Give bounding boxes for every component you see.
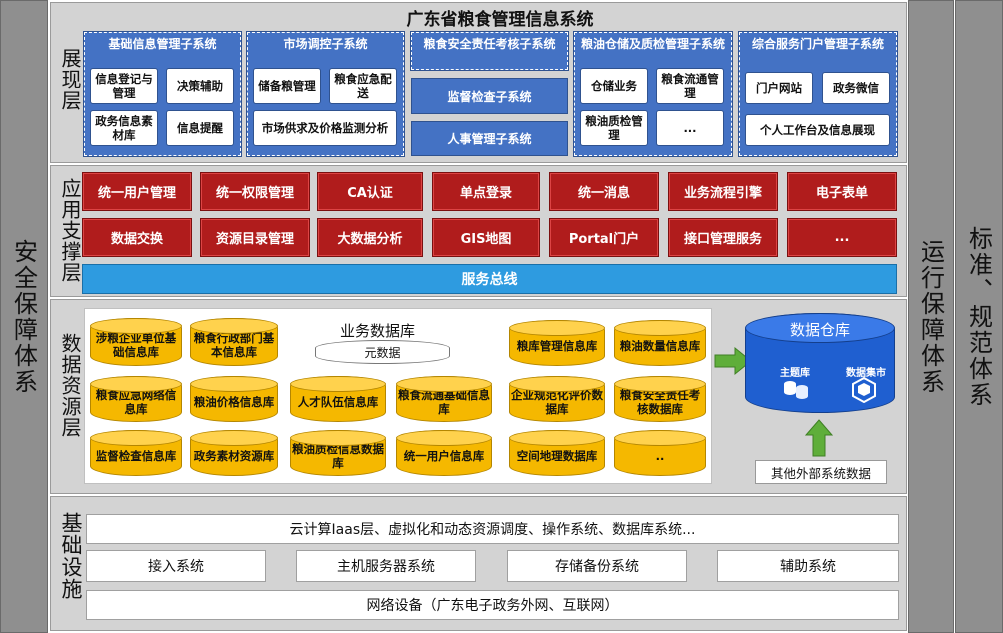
box-portal-website: 门户网站 [745,72,813,104]
db-more: .. [614,430,706,476]
external-data-box: 其他外部系统数据 [755,460,887,484]
data-mart-cube-icon [852,377,876,403]
operation-system-column: 运行保障体系 [908,0,954,633]
storage-backup-system: 存储备份系统 [507,550,687,582]
box-gov-material-library: 政务信息素材库 [90,110,158,146]
host-server-system: 主机服务器系统 [296,550,476,582]
service-unified-permission: 统一权限管理 [200,172,310,211]
service-interface-mgmt: 接口管理服务 [668,218,778,257]
business-db-label: 业务数据库 [339,322,415,340]
standards-system-column: 标准、规范体系 [955,0,1003,633]
db-talent: 人才队伍信息库 [290,376,386,422]
db-spatial-geo: 空间地理数据库 [509,430,605,476]
data-warehouse-label: 数据仓库 [789,321,850,339]
service-workflow-engine: 业务流程引擎 [668,172,778,211]
metadata-label: 元数据 [364,345,401,360]
db-grain-quantity: 粮油数量信息库 [614,320,706,366]
subsystem-storage-quality-title: 粮油仓储及质检管理子系统 [580,37,725,51]
data-mart-label: 数据集市 [846,368,886,379]
database-cluster-icon [784,381,808,399]
service-e-form: 电子表单 [787,172,897,211]
db-grain-enterprise: 涉粮企业单位基础信息库 [90,318,182,366]
presentation-layer-label: 展现层 [58,48,82,111]
service-big-data: 大数据分析 [317,218,423,257]
service-gis-map: GIS地图 [432,218,540,257]
service-more: ... [787,218,897,257]
auxiliary-system: 辅助系统 [717,550,899,582]
box-more-storage: ... [656,110,724,146]
standards-system-label: 标准、规范体系 [964,225,993,408]
access-system: 接入系统 [86,550,266,582]
cloud-iaas-bar: 云计算Iaas层、虚拟化和动态资源调度、操作系统、数据库系统... [86,514,899,544]
subsystem-market-control-title: 市场调控子系统 [283,37,368,51]
service-portal: Portal门户 [549,218,659,257]
security-system-column: 安全保障体系 [0,0,48,633]
db-circulation-basic: 粮食流通基础信息库 [396,376,492,422]
operation-system-label: 运行保障体系 [916,238,945,395]
db-enterprise-evaluation: 企业规范化评价数据库 [509,376,605,422]
arrow-up-icon [804,419,834,457]
infrastructure-layer-label: 基础设施 [59,512,83,600]
subsystem-basic-info-title: 基础信息管理子系统 [108,37,217,51]
db-grain-price: 粮油价格信息库 [190,376,278,422]
data-layer-label: 数据资源层 [58,333,82,438]
service-ca-auth: CA认证 [317,172,423,211]
support-layer-label: 应用支撑层 [58,178,82,283]
box-personal-workbench: 个人工作台及信息展现 [745,114,890,146]
service-bus: 服务总线 [82,264,897,294]
topic-db-label: 主题库 [780,368,810,379]
box-quality-inspection: 粮油质检管理 [580,110,648,146]
box-gov-wechat: 政务微信 [822,72,890,104]
subsystem-responsibility [410,31,569,71]
service-resource-catalog: 资源目录管理 [200,218,310,257]
service-unified-user: 统一用户管理 [82,172,192,211]
service-sso: 单点登录 [432,172,540,211]
service-data-exchange: 数据交换 [82,218,192,257]
network-equipment-bar: 网络设备（广东电子政务外网、互联网） [86,590,899,620]
db-responsibility-assessment: 粮食安全责任考核数据库 [614,376,706,422]
security-system-label: 安全保障体系 [9,238,38,395]
db-supervision: 监督检查信息库 [90,430,182,476]
db-admin-dept: 粮食行政部门基本信息库 [190,318,278,366]
service-unified-message: 统一消息 [549,172,659,211]
diagram-title: 广东省粮食管理信息系统 [406,10,594,30]
box-supervision-subsystem: 监督检查子系统 [411,78,568,114]
data-warehouse [745,313,895,413]
subsystem-responsibility-title: 粮食安全责任考核子系统 [423,37,556,51]
box-decision-support: 决策辅助 [166,68,234,104]
box-personnel-subsystem: 人事管理子系统 [411,121,568,156]
box-storage-business: 仓储业务 [580,68,648,104]
box-info-registration: 信息登记与管理 [90,68,158,104]
box-grain-circulation: 粮食流通管理 [656,68,724,104]
box-market-monitoring: 市场供求及价格监测分析 [253,110,397,146]
db-unified-user: 统一用户信息库 [396,430,492,476]
db-gov-material: 政务素材资源库 [190,430,278,476]
db-granary-mgmt: 粮库管理信息库 [509,320,605,366]
arrow-to-warehouse-icon [714,346,752,376]
box-info-reminder: 信息提醒 [166,110,234,146]
subsystem-portal-title: 综合服务门户管理子系统 [751,37,884,51]
db-quality-inspection: 粮油质检信息数据库 [290,430,386,476]
box-emergency-distribution: 粮食应急配送 [329,68,397,104]
box-reserve-grain: 储备粮管理 [253,68,321,104]
db-emergency-network: 粮食应急网络信息库 [90,376,182,422]
metadata-cylinder: 元数据 [315,340,450,364]
